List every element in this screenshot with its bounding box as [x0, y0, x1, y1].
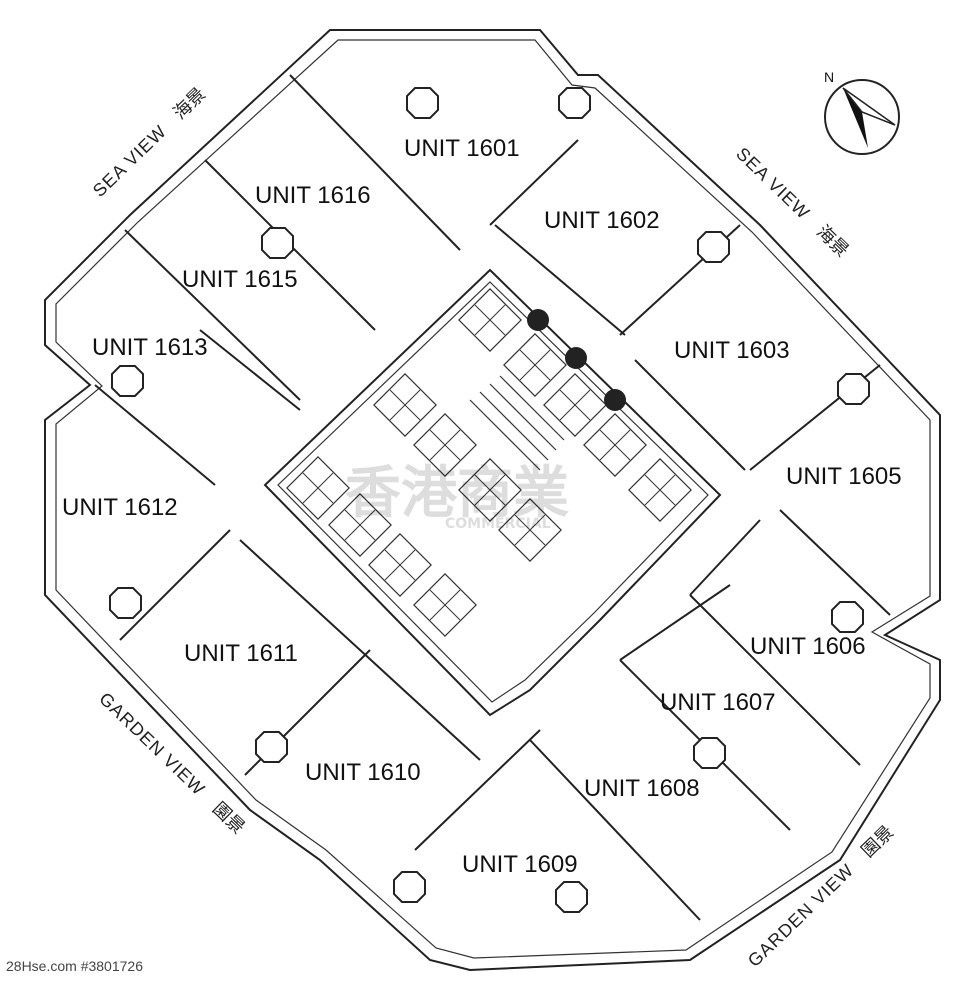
unit-label-1601: UNIT 1601: [404, 135, 520, 162]
view-label-garden-southeast: GARDEN VIEW 園景: [744, 822, 898, 971]
building-core: [263, 268, 722, 717]
unit-label-1610: UNIT 1610: [305, 759, 421, 786]
unit-label-1609: UNIT 1609: [462, 851, 578, 878]
unit-label-1608: UNIT 1608: [584, 775, 700, 802]
building-outline-inner: [55, 39, 931, 959]
compass-icon: N: [824, 69, 900, 155]
unit-label-1612: UNIT 1612: [62, 494, 178, 521]
columns: [109, 87, 870, 913]
svg-text:海景: 海景: [169, 84, 209, 124]
unit-label-1606: UNIT 1606: [750, 633, 866, 660]
svg-text:海景: 海景: [812, 221, 852, 261]
watermark: 香港商業 COMMERCIAL: [345, 461, 569, 532]
compass-north-label: N: [824, 69, 834, 85]
unit-label-1616: UNIT 1616: [255, 182, 371, 209]
svg-text:香港商業: 香港商業: [345, 461, 569, 526]
view-label-sea-northeast: SEA VIEW 海景: [732, 143, 852, 261]
unit-label-1607: UNIT 1607: [660, 689, 776, 716]
building-outline-outer: [44, 29, 941, 972]
svg-text:園景: 園景: [858, 822, 898, 862]
svg-text:GARDEN VIEW: GARDEN VIEW: [95, 688, 209, 799]
unit-label-1605: UNIT 1605: [786, 463, 902, 490]
unit-label-1603: UNIT 1603: [674, 337, 790, 364]
unit-label-1615: UNIT 1615: [182, 266, 298, 293]
svg-text:園景: 園景: [208, 798, 248, 838]
unit-label-1611: UNIT 1611: [184, 640, 298, 667]
unit-label-1602: UNIT 1602: [544, 207, 660, 234]
image-credit: 28Hse.com #3801726: [6, 958, 143, 974]
svg-text:COMMERCIAL: COMMERCIAL: [445, 516, 551, 532]
svg-text:GARDEN VIEW: GARDEN VIEW: [744, 860, 858, 971]
unit-label-1613: UNIT 1613: [92, 334, 208, 361]
view-label-sea-northwest: SEA VIEW 海景: [89, 84, 210, 201]
